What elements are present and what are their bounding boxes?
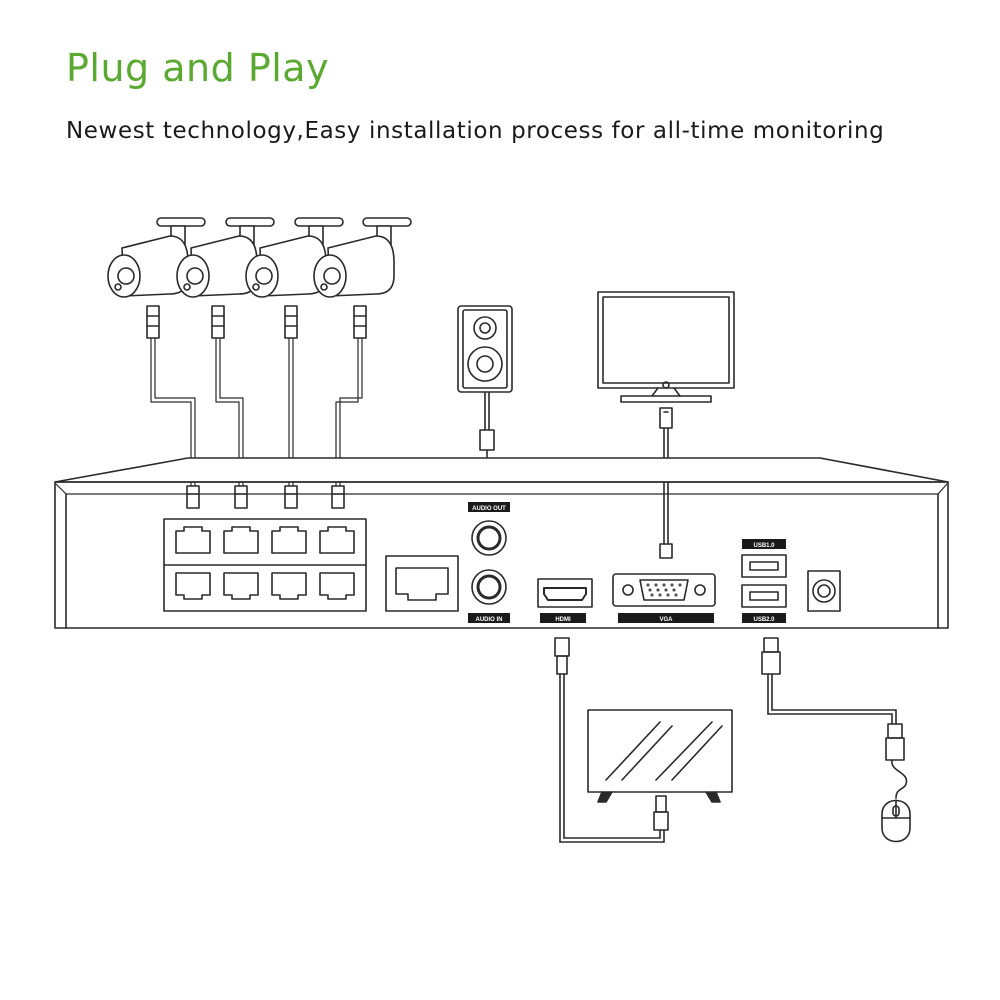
hdmi-cable [554,637,669,843]
hdmi-text: HDMI [555,617,571,623]
usb2-text: USB2.0 [753,617,775,623]
nvr-icon [54,457,949,629]
audio-jacks [471,520,507,605]
monitor-icon [597,291,735,559]
camera-icon [176,217,275,298]
tv-icon [587,709,733,803]
camera-icon [313,217,412,298]
page-title: Plug and Play [66,46,330,90]
camera-icon [107,217,206,298]
mouse-icon [881,799,911,843]
power-port [807,570,841,612]
port-labels: AUDIO OUT AUDIO IN HDMI VGA USB1.0 USB2.… [468,502,786,623]
poe-switch-ports [163,518,367,612]
camera-cable-connectors [146,305,367,339]
audio-out-text: AUDIO OUT [472,506,506,512]
page-subtitle: Newest technology,Easy installation proc… [66,118,885,144]
usb-ports [741,554,787,608]
hdmi-label: HDMI [540,613,586,623]
audio-in-label: AUDIO IN [468,613,510,623]
vga-text: VGA [659,617,673,623]
poe-plugs [186,485,345,509]
usb2-label: USB2.0 [742,613,786,623]
usb1-label: USB1.0 [742,539,786,549]
vga-label: VGA [618,613,714,623]
usb-cable [761,637,908,799]
audio-out-label: AUDIO OUT [468,502,510,512]
speaker-icon [457,305,513,479]
audio-in-text: AUDIO IN [476,617,503,623]
camera-icon [245,217,344,298]
lan-port [385,555,459,612]
usb1-text: USB1.0 [753,543,775,549]
vga-port [612,573,716,607]
hdmi-port [537,578,593,608]
camera-cables [150,337,363,487]
